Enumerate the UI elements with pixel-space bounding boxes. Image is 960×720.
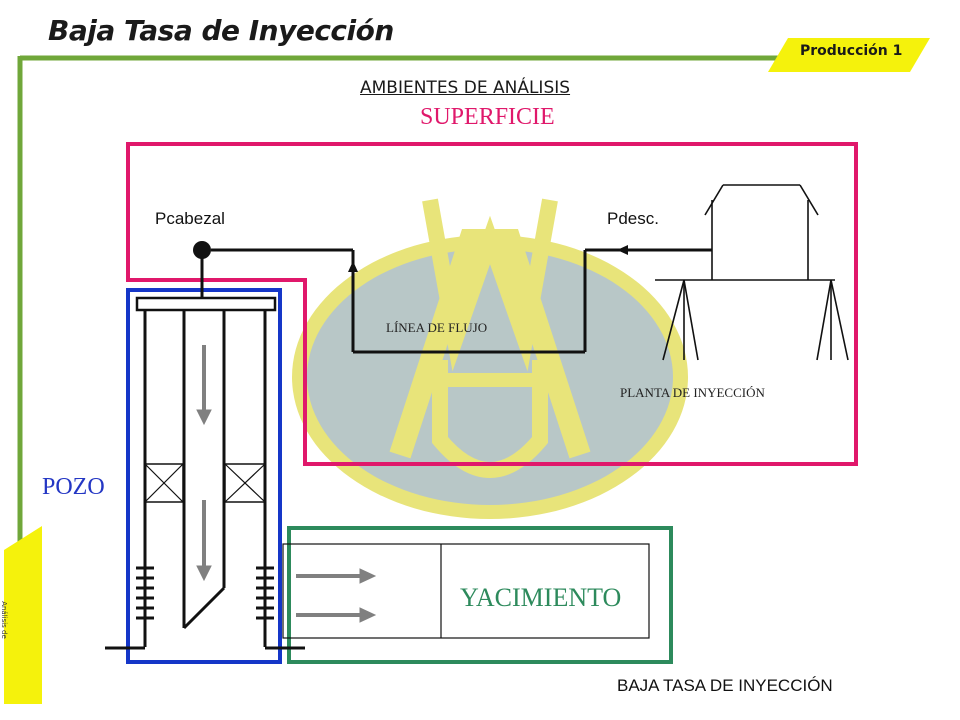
side-tab-label: Análisis de Problemas de Pozos [0,601,8,639]
perforations-right [256,566,274,620]
pcabezal-label: Pcabezal [155,209,225,228]
pozo-label: POZO [42,474,105,500]
reservoir-block [282,543,650,639]
injection-plant [655,184,849,361]
flow-line-arrow-left [617,245,628,255]
well-schematic [105,258,305,650]
side-tab-shape [4,526,42,704]
superficie-label: SUPERFICIE [420,104,555,130]
yacimiento-box [287,526,673,664]
wellhead-valve-icon [193,241,211,259]
flow-line [211,248,712,354]
reservoir-inflow-arrows [296,568,377,623]
slide-title: Baja Tasa de Inyección [48,14,394,47]
superficie-box [126,142,858,466]
injection-plant-label: PLANTA DE INYECCIÓN [620,385,765,400]
badge-shape [768,38,930,72]
perforations-left [136,566,154,620]
section-heading: AMBIENTES DE ANÁLISIS [360,78,571,98]
badge-label: Producción 1 [800,43,903,59]
flow-line-arrow-up [348,261,358,272]
pdesc-label: Pdesc. [607,209,659,228]
pozo-box [126,288,282,664]
footer-caption: BAJA TASA DE INYECCIÓN [617,676,833,695]
flow-line-label: LÍNEA DE FLUJO [386,320,488,335]
flow-arrow-icon [196,345,212,582]
watermark-logo [292,198,688,519]
slide-frame [17,55,820,610]
yacimiento-label: YACIMIENTO [460,583,622,612]
